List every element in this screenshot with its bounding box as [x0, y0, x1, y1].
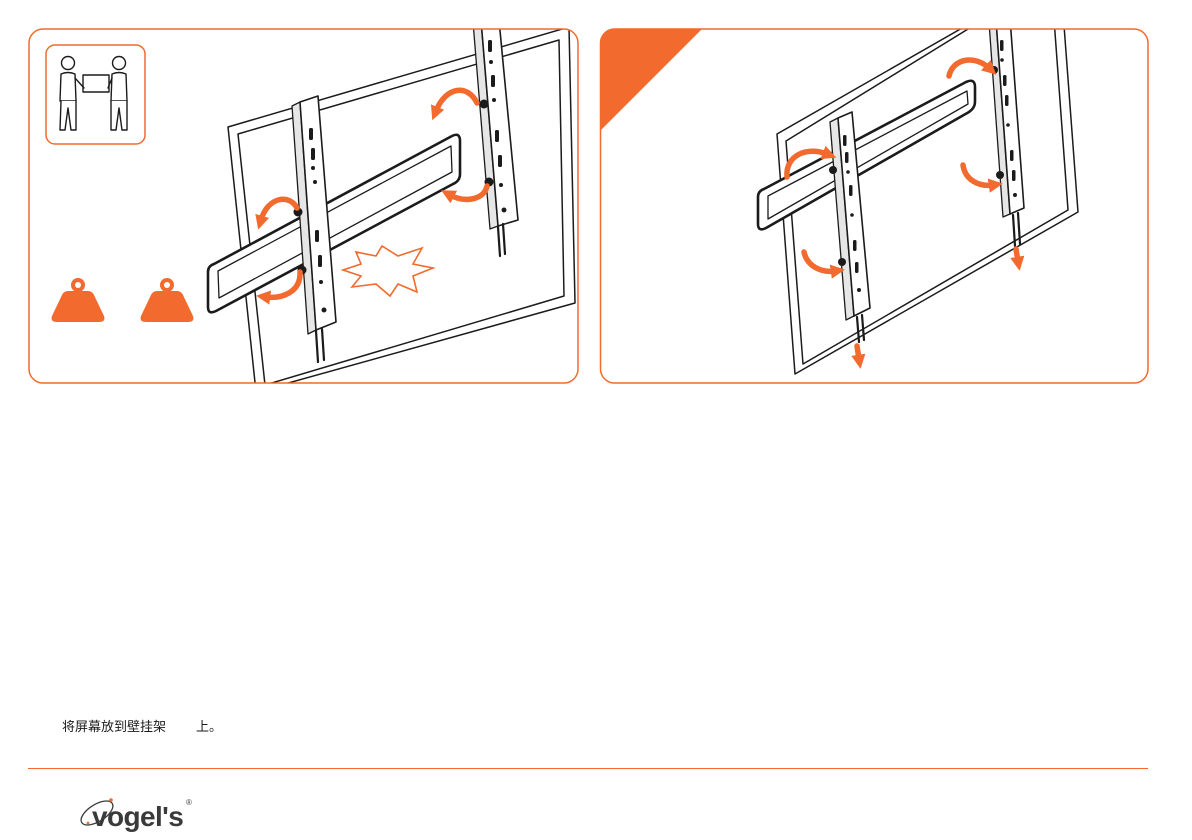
logo-accent-dot	[109, 798, 113, 802]
bracket-hole	[845, 152, 849, 163]
bracket-hook-knob	[838, 258, 846, 266]
bracket-hole	[491, 75, 495, 87]
brand-logo: vogel's ®	[77, 796, 192, 832]
bracket-hole	[313, 180, 317, 184]
tv-bracket-right	[989, 18, 1024, 246]
bracket-hole	[318, 255, 322, 267]
bracket-safety-strip	[316, 329, 324, 362]
instruction-text-part-1: 将屏幕放到壁挂架	[62, 719, 166, 737]
weight-body	[52, 291, 105, 322]
impact-burst-icon	[343, 246, 433, 296]
bracket-hole	[489, 60, 493, 64]
step-corner-flag	[600, 29, 702, 131]
bracket-hole	[1010, 150, 1014, 161]
bracket-hole	[846, 170, 850, 174]
bracket-hole	[311, 148, 315, 160]
bracket-hook-knob	[829, 166, 837, 174]
bracket-safety-strip	[498, 224, 505, 256]
bracket-hole	[319, 280, 323, 284]
tv-bracket-right	[473, 20, 518, 256]
bracket-safety-strip	[857, 315, 864, 342]
instruction-text-part-2: 上。	[196, 719, 222, 737]
wall-rail-outline	[758, 81, 975, 230]
bracket-hole	[1005, 95, 1009, 106]
bracket-hole	[499, 183, 503, 187]
logo-accent-dot	[87, 822, 90, 825]
weight-handle-hole	[75, 282, 81, 288]
logo-wordmark: vogel's	[92, 801, 183, 832]
curved-arrow-icon	[963, 165, 993, 185]
bracket-hole	[855, 262, 859, 273]
bracket-hole	[1003, 75, 1007, 86]
curved-arrow-icon	[436, 90, 477, 111]
bracket-hole	[853, 240, 857, 251]
curved-arrow-icon	[804, 252, 835, 271]
carried-box	[83, 75, 109, 92]
person-left-body	[60, 73, 76, 102]
bracket-hole	[857, 288, 861, 292]
step-panel-right	[600, 0, 1148, 383]
step-panel-left	[29, 20, 578, 392]
two-person-lift-icon	[46, 45, 145, 144]
bracket-hole	[311, 166, 315, 170]
bracket-hole	[492, 98, 496, 102]
weight-body	[141, 291, 194, 322]
bracket-hole	[498, 155, 502, 167]
down-arrow-icon	[1016, 249, 1018, 261]
step-panel-right-illustration	[600, 0, 1078, 374]
bracket-hole	[1000, 58, 1004, 62]
down-arrow-icon	[857, 346, 859, 359]
bracket-hole	[850, 213, 854, 217]
bracket-hole	[502, 208, 507, 213]
person-left-head	[62, 57, 75, 70]
bracket-hole	[1000, 40, 1004, 51]
bracket-hole	[1013, 193, 1017, 197]
bracket-hole	[322, 308, 327, 313]
logo-registered-mark: ®	[186, 798, 192, 807]
bracket-hole	[315, 230, 319, 242]
curved-arrow-icon	[261, 199, 297, 220]
bracket-hole	[488, 40, 492, 52]
bracket-hook-knob	[996, 171, 1004, 179]
curved-arrow-icon	[949, 60, 989, 76]
weight-handle-hole	[164, 282, 170, 288]
person-right-body	[111, 73, 127, 102]
weight-icon	[141, 278, 194, 322]
step-panel-right-border	[601, 29, 1149, 383]
wall-rail	[758, 81, 975, 230]
bracket-hole	[1006, 123, 1010, 127]
weight-icon	[52, 278, 105, 322]
bracket-hole	[495, 130, 499, 142]
bracket-hole	[309, 128, 313, 140]
bracket-safety-strip	[1013, 213, 1020, 246]
curved-arrow-icon	[450, 186, 487, 199]
step-panel-left-illustration	[46, 20, 575, 392]
bracket-hole	[1012, 170, 1016, 181]
bracket-hole	[849, 185, 853, 196]
wall-rail	[208, 135, 460, 313]
bracket-hole	[843, 135, 847, 146]
person-right-head	[113, 57, 126, 70]
bracket-hook-knob	[480, 100, 489, 109]
